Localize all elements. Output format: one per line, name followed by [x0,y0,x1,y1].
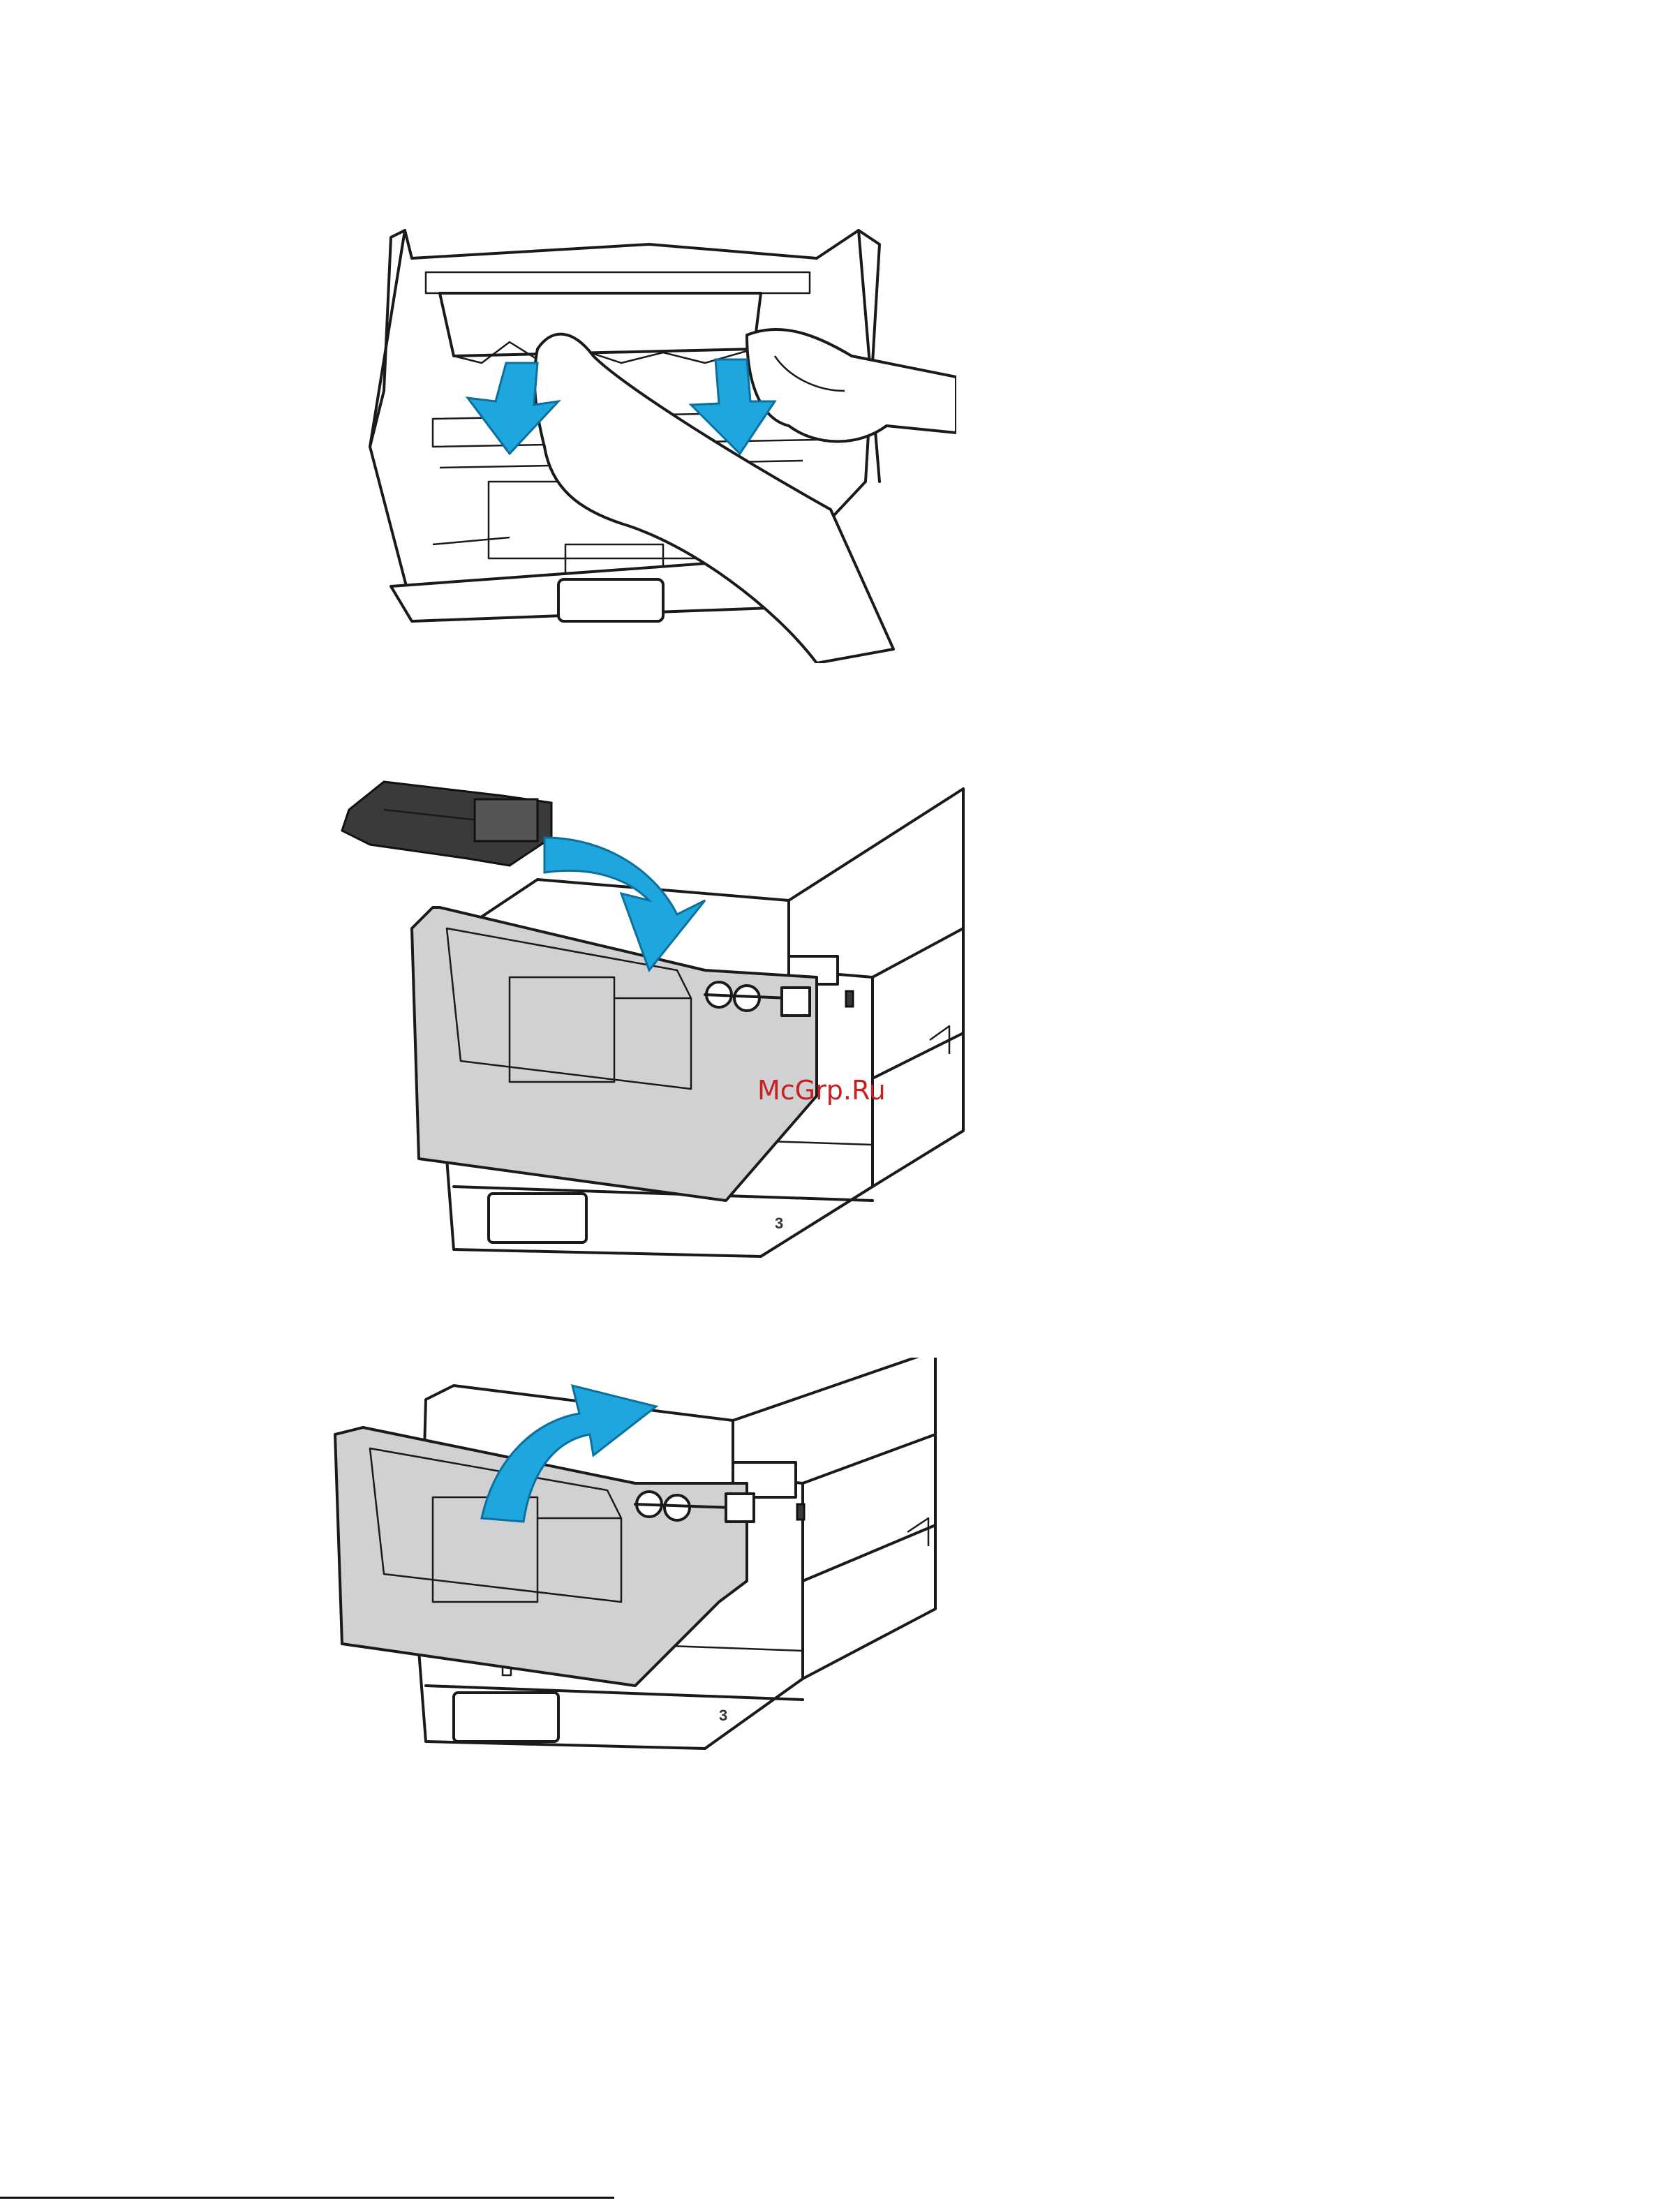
close-front-door-illustration: 3 [328,1358,956,1804]
insert-toner-cartridge-illustration: 3 [328,768,977,1270]
tray-number-label: 3 [775,1215,783,1232]
tray-number-label: 3 [719,1707,727,1724]
clear-paper-jam-illustration [328,216,956,663]
footer-divider [0,2197,614,2199]
watermark-text: McGrp.Ru [757,1075,886,1106]
